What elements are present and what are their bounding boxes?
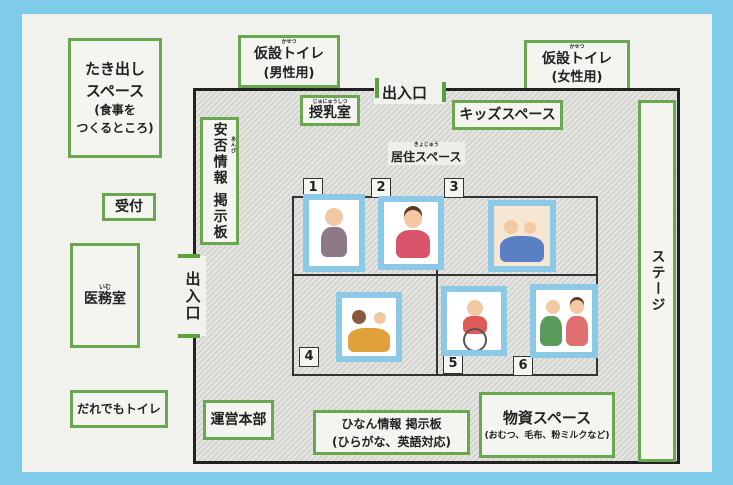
- medical-label: 医務室: [84, 290, 126, 307]
- ruby: あんぴ: [230, 136, 236, 154]
- ruby: かせつ: [569, 43, 585, 50]
- reception: 受付: [102, 193, 156, 221]
- cooking-line4: つくるところ): [76, 120, 154, 135]
- hq-label: 運営本部: [210, 411, 267, 428]
- reception-label: 受付: [115, 198, 143, 215]
- toilet-male-title: 仮設トイレ: [254, 46, 324, 63]
- cooking-line2: スペース: [85, 81, 145, 100]
- evacuation-info-board: ひなん情報 掲示板 (ひらがな、英語対応): [313, 410, 470, 455]
- info-board-title: ひなん情報 掲示板: [341, 416, 442, 431]
- toilet-female-sub: (女性用): [551, 70, 603, 86]
- cooking-line1: たき出し: [84, 59, 145, 78]
- kids-space: キッズスペース: [452, 100, 563, 130]
- info-board-sub: (ひらがな、英語対応): [332, 434, 451, 449]
- stage: ステージ: [638, 100, 676, 462]
- grid-line: [292, 274, 598, 276]
- nursing-room: じゅにゅうしつ 授乳室: [300, 95, 360, 126]
- card-family: [488, 200, 556, 272]
- stage-label: ステージ: [649, 249, 666, 313]
- supplies-sub: (おむつ、毛布、粉ミルクなど): [484, 430, 610, 441]
- supplies-title: 物資スペース: [502, 409, 592, 427]
- safety-board-label: 安否情報 掲示板: [211, 121, 228, 241]
- nursing-label: 授乳室: [309, 104, 351, 121]
- grid-line: [436, 196, 438, 376]
- door-marker: [178, 334, 200, 338]
- ruby: きょじゅう: [413, 142, 439, 148]
- zone-number-5: 5: [443, 354, 463, 374]
- card-caregiver: [530, 284, 598, 358]
- zone-number-4: 4: [299, 347, 319, 367]
- zone-number-6: 6: [513, 356, 533, 376]
- card-elderly-person: [303, 194, 365, 272]
- cooking-line3: (食事を: [94, 103, 136, 118]
- entrance-top-label: 出入口: [382, 84, 428, 102]
- cooking-space: たき出し スペース (食事を つくるところ): [68, 38, 162, 158]
- ruby: いむ: [98, 283, 111, 291]
- accessible-toilet: だれでもトイレ: [70, 390, 168, 428]
- safety-info-board: 安否情報 掲示板 あんぴ: [200, 117, 239, 245]
- zone-number-3: 3: [444, 178, 464, 198]
- medical-room: いむ 医務室: [70, 243, 140, 348]
- door-marker: [375, 78, 379, 98]
- card-wheelchair-user: [441, 286, 507, 356]
- grid-line: [292, 374, 598, 376]
- entrance-left: 出入口: [180, 256, 206, 336]
- entrance-top: 出入口: [374, 80, 444, 104]
- kids-label: キッズスペース: [459, 106, 556, 123]
- zone-number-2: 2: [371, 178, 391, 198]
- temporary-toilet-female: かせつ 仮設トイレ (女性用): [524, 40, 630, 92]
- entrance-left-label: 出入口: [183, 270, 202, 322]
- supplies-space: 物資スペース (おむつ、毛布、粉ミルクなど): [479, 392, 615, 458]
- temporary-toilet-male: かせつ 仮設トイレ (男性用): [238, 35, 340, 88]
- door-marker: [442, 82, 446, 102]
- card-foreign-family: [336, 292, 402, 362]
- ruby: じゅにゅうしつ: [312, 99, 348, 106]
- toilet-male-sub: (男性用): [263, 65, 315, 81]
- ruby: かせつ: [281, 39, 297, 46]
- accessible-toilet-label: だれでもトイレ: [77, 402, 161, 416]
- headquarters: 運営本部: [203, 400, 274, 440]
- door-marker: [178, 254, 200, 258]
- toilet-female-title: 仮設トイレ: [542, 50, 612, 67]
- living-space-label: きょじゅう 居住スペース: [388, 142, 465, 165]
- grid-line: [292, 196, 294, 376]
- living-label: 居住スペース: [391, 150, 462, 164]
- card-pregnant-woman: [378, 196, 444, 270]
